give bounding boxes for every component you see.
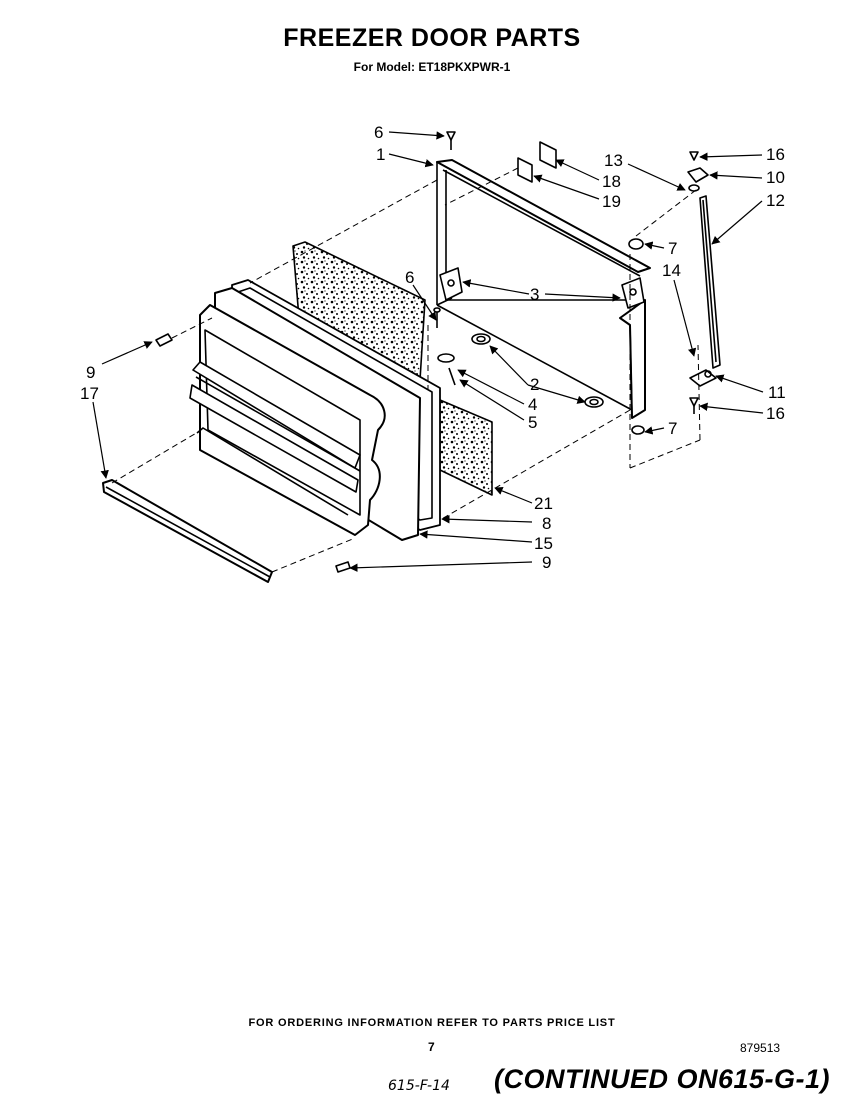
label-19: 19 [602,192,621,211]
label-6-mid: 6 [405,268,414,287]
label-16-top: 16 [766,145,785,164]
label-9-bottom: 9 [542,553,551,572]
screws-and-plugs [155,131,699,573]
leader-lines [92,131,764,572]
ordering-note: FOR ORDERING INFORMATION REFER TO PARTS … [248,1017,616,1029]
label-15: 15 [534,534,553,553]
page-title: FREEZER DOOR PARTS [283,24,581,52]
hinge-rod-part-12 [699,195,721,369]
label-13: 13 [604,151,623,170]
label-14: 14 [662,261,681,280]
label-21: 21 [534,494,553,513]
door-liner [189,304,386,536]
spacer-parts-18-19 [517,141,557,183]
label-5: 5 [528,413,537,432]
page-number: 7 [428,1040,435,1054]
document-number: 879513 [740,1041,781,1055]
label-17: 17 [80,384,99,403]
label-18: 18 [602,172,621,191]
label-4: 4 [528,395,537,414]
handwritten-reference: 615-F-14 [388,1078,450,1094]
model-subtitle: For Model: ET18PKXPWR-1 [353,60,511,74]
hinge-bracket-part-3 [439,267,645,309]
label-9-left: 9 [86,363,95,382]
label-6-top: 6 [374,123,383,142]
construction-lines [111,167,701,573]
label-10: 10 [766,168,785,187]
label-11: 11 [768,383,786,402]
label-8: 8 [542,514,551,533]
label-16-bottom: 16 [766,404,785,423]
bottom-trim-part-17 [102,479,273,583]
hinge-bottom-part-11 [689,369,717,387]
label-3: 3 [530,285,539,304]
label-1: 1 [376,145,385,164]
label-7-top: 7 [668,239,677,258]
label-7-bottom: 7 [668,419,677,438]
label-12: 12 [766,191,785,210]
roller-part-2 [471,333,604,408]
label-2: 2 [530,375,539,394]
hinge-top-part-10 [687,167,709,192]
continued-note: (CONTINUED ON615-G-1) [494,1064,831,1094]
door-frame-part-1 [436,159,651,419]
